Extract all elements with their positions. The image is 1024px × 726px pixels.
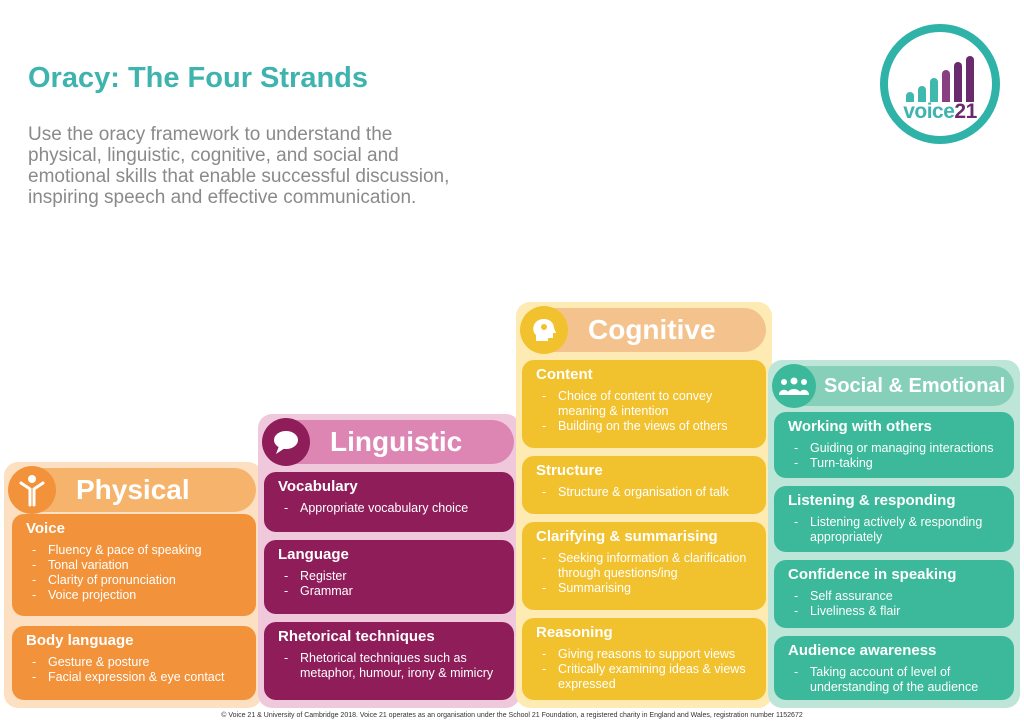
list-item: Choice of content to convey meaning & in…: [536, 389, 752, 419]
list-item: Grammar: [278, 584, 500, 599]
card-listening-responding: Listening & responding Listening activel…: [774, 486, 1014, 552]
card-title: Reasoning: [536, 624, 613, 641]
list-item: Facial expression & eye contact: [26, 670, 242, 685]
card-clarifying-summarising: Clarifying & summarising Seeking informa…: [522, 522, 766, 610]
card-body-language: Body language Gesture & posture Facial e…: [12, 626, 256, 700]
card-title: Body language: [26, 632, 134, 649]
card-title: Language: [278, 546, 349, 563]
card-working-with-others: Working with others Guiding or managing …: [774, 412, 1014, 478]
list-item: Appropriate vocabulary choice: [278, 501, 500, 516]
card-confidence-speaking: Confidence in speaking Self assurance Li…: [774, 560, 1014, 628]
group-icon: [772, 364, 816, 408]
page-title: Oracy: The Four Strands: [28, 62, 369, 94]
strand-linguistic-name: Linguistic: [330, 426, 463, 457]
strand-physical-name: Physical: [76, 474, 190, 505]
card-title: Voice: [26, 520, 65, 537]
list-item: Register: [278, 569, 500, 584]
card-title: Confidence in speaking: [788, 566, 957, 583]
list-item: Building on the views of others: [536, 419, 752, 434]
card-audience-awareness: Audience awareness Taking account of lev…: [774, 636, 1014, 700]
speech-bubble-icon: [262, 418, 310, 466]
intro-text: Use the oracy framework to understand th…: [28, 124, 450, 208]
list-item: Liveliness & flair: [788, 604, 1000, 619]
list-item: Summarising: [536, 581, 752, 596]
card-vocabulary: Vocabulary Appropriate vocabulary choice: [264, 472, 514, 532]
card-structure: Structure Structure & organisation of ta…: [522, 456, 766, 514]
card-title: Rhetorical techniques: [278, 628, 435, 645]
list-item: Listening actively & responding appropri…: [788, 515, 1000, 545]
card-title: Audience awareness: [788, 642, 937, 659]
strand-physical-header: Physical: [8, 466, 256, 514]
card-title: Listening & responding: [788, 492, 956, 509]
strand-linguistic-header: Linguistic: [262, 418, 514, 466]
list-item: Fluency & pace of speaking: [26, 543, 242, 558]
card-rhetorical-techniques: Rhetorical techniques Rhetorical techniq…: [264, 622, 514, 700]
list-item: Rhetorical techniques such as metaphor, …: [278, 651, 500, 681]
voice21-logo: voice21: [880, 24, 1000, 144]
list-item: Guiding or managing interactions: [788, 441, 1000, 456]
card-voice: Voice Fluency & pace of speaking Tonal v…: [12, 514, 256, 616]
strand-cognitive-name: Cognitive: [588, 314, 716, 345]
strand-cognitive-header: Cognitive: [520, 306, 766, 354]
list-item: Gesture & posture: [26, 655, 242, 670]
list-item: Tonal variation: [26, 558, 242, 573]
list-item: Giving reasons to support views: [536, 647, 752, 662]
list-item: Turn-taking: [788, 456, 1000, 471]
list-item: Taking account of level of understanding…: [788, 665, 1000, 695]
strand-social-header: Social & Emotional: [772, 364, 1014, 408]
card-reasoning: Reasoning Giving reasons to support view…: [522, 618, 766, 700]
list-item: Voice projection: [26, 588, 242, 603]
logo-text: voice21: [903, 100, 977, 123]
card-title: Clarifying & summarising: [536, 528, 718, 545]
card-title: Content: [536, 366, 593, 383]
list-item: Seeking information & clarification thro…: [536, 551, 752, 581]
strand-social-name: Social & Emotional: [824, 374, 1006, 397]
head-thinking-icon: [520, 306, 568, 354]
footer-copyright: © Voice 21 & University of Cambridge 201…: [221, 712, 803, 719]
person-icon: [8, 466, 56, 514]
list-item: Self assurance: [788, 589, 1000, 604]
card-content: Content Choice of content to convey mean…: [522, 360, 766, 448]
list-item: Structure & organisation of talk: [536, 485, 752, 500]
card-language: Language Register Grammar: [264, 540, 514, 614]
card-title: Working with others: [788, 418, 932, 435]
card-title: Vocabulary: [278, 478, 358, 495]
card-title: Structure: [536, 462, 603, 479]
logo-bars-icon: [906, 54, 986, 102]
list-item: Clarity of pronunciation: [26, 573, 242, 588]
list-item: Critically examining ideas & views expre…: [536, 662, 752, 692]
